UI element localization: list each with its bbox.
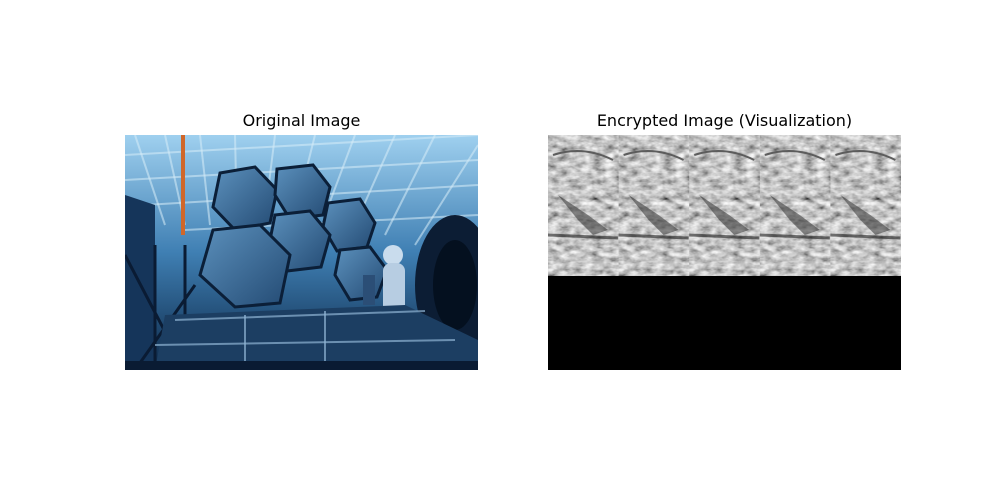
- original-image-panel: [125, 135, 478, 370]
- encrypted-image: [548, 135, 901, 370]
- original-image-title: Original Image: [242, 111, 361, 130]
- original-image: [125, 135, 478, 370]
- encrypted-image-title: Encrypted Image (Visualization): [596, 111, 853, 130]
- encrypted-image-panel: [548, 135, 901, 370]
- encrypted-padding-region: [548, 276, 901, 370]
- encrypted-noise-region: [548, 135, 901, 276]
